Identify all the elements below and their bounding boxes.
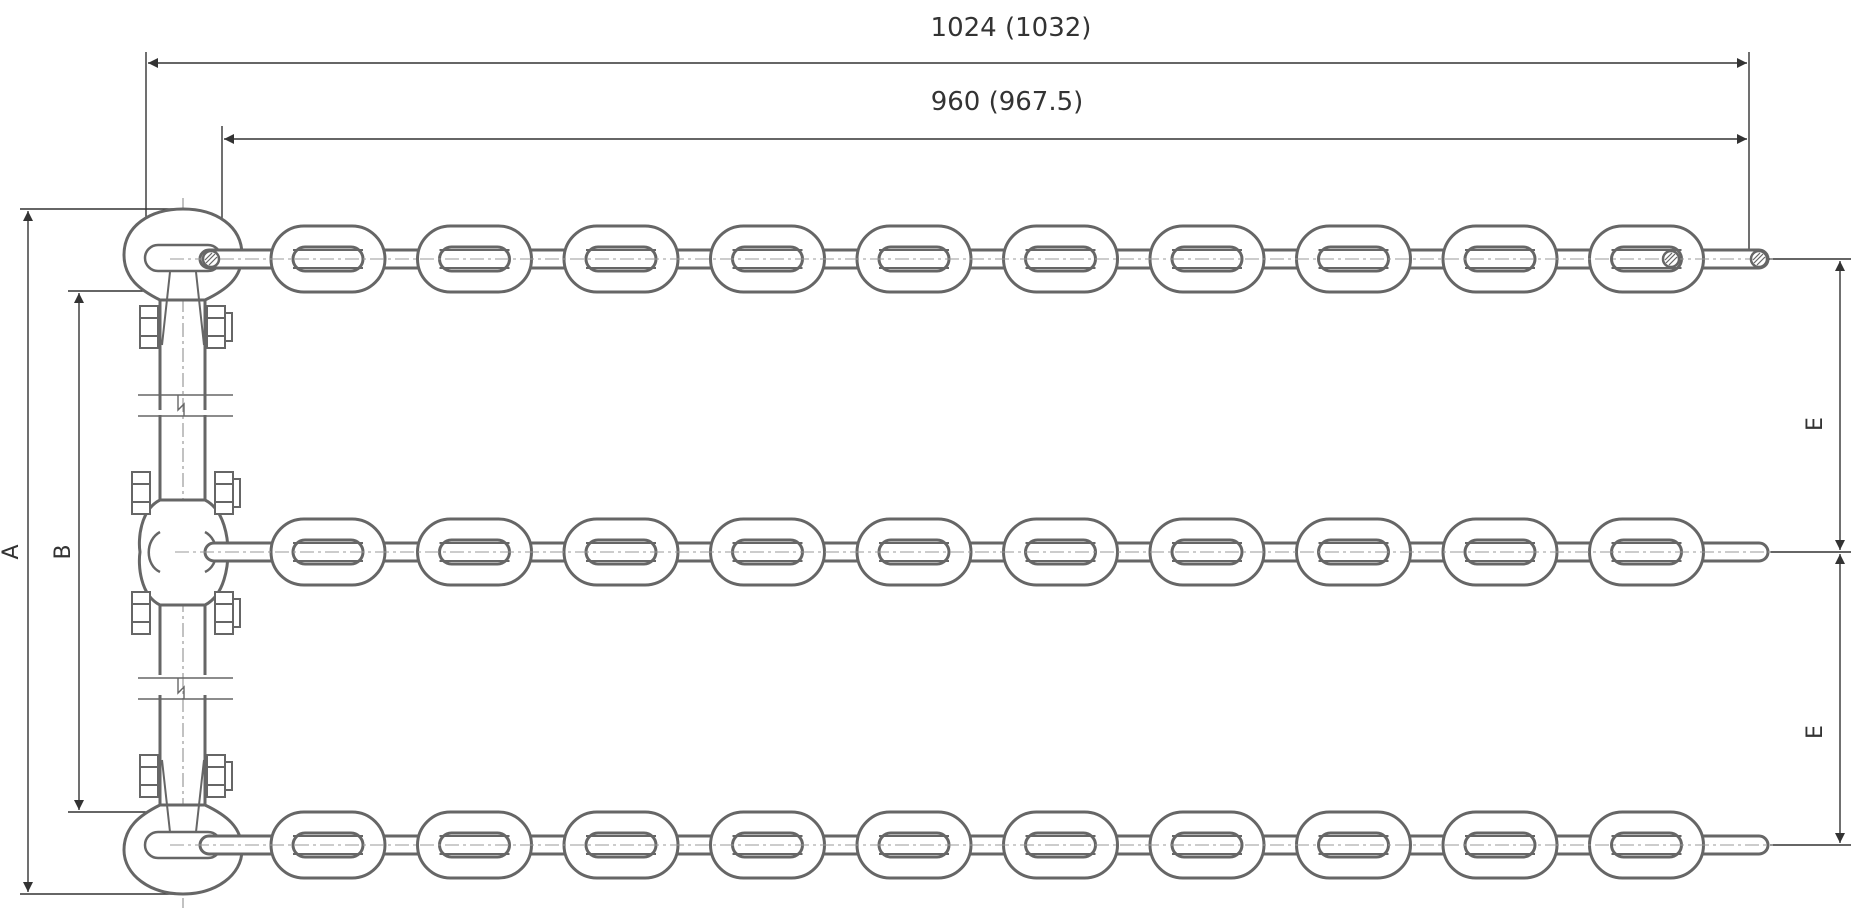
- chain-bottom-link: [1002, 810, 1119, 880]
- chain-top-pin-end: [1661, 249, 1681, 269]
- chain-top-pin-hatch: [205, 253, 216, 264]
- bar-lower-section: [158, 695, 207, 805]
- bolts: [131, 305, 241, 798]
- middle-end-notch-left: [147, 530, 161, 574]
- chain-top-pin-hatch: [1664, 252, 1673, 261]
- chain-middle-link: [709, 517, 826, 587]
- bolt-mid-lower-right: [214, 591, 241, 635]
- spacing-lower-label: E: [1803, 725, 1828, 739]
- bolt-bottom-right: [206, 754, 233, 798]
- chain-middle-link: [416, 517, 533, 587]
- bolt-top-left: [139, 305, 159, 349]
- chain-top-pin-hatch: [204, 252, 213, 261]
- chain-middle: [175, 517, 1773, 587]
- chain-top-pin-end: [1749, 249, 1769, 269]
- chain-top-pin-hatch: [1665, 253, 1676, 264]
- height-a-label: A: [0, 544, 24, 559]
- bolt-mid-lower-left: [131, 591, 151, 635]
- bottom-end-neck: [161, 759, 205, 833]
- bar-break-lower: [138, 677, 233, 700]
- bolt-mid-upper-right: [214, 471, 241, 515]
- chain-length-label: 960 (967.5): [931, 87, 1084, 117]
- chain-top-pin-circle: [1661, 249, 1681, 269]
- spacing-upper-label: E: [1803, 417, 1828, 431]
- chain-top-pin-hatch: [1753, 253, 1764, 264]
- chain-top-pin-end: [201, 249, 221, 269]
- chain-top: [170, 224, 1773, 294]
- dimension-lines: [20, 52, 1851, 895]
- chain-middle-link: [1588, 517, 1705, 587]
- chain-bottom: [170, 810, 1773, 880]
- bolt-mid-upper-left: [131, 471, 151, 515]
- top-end-neck: [161, 271, 205, 346]
- bolt-top-right: [206, 305, 233, 349]
- chain-top-link: [1002, 224, 1119, 294]
- chain-top-pin-circle: [1749, 249, 1769, 269]
- bolt-bottom-left: [139, 754, 159, 798]
- height-b-label: B: [51, 544, 76, 559]
- chain-top-pin-hatch: [1752, 252, 1761, 261]
- chain-top-pin-hatch: [208, 256, 218, 266]
- chain-top-pin-circle: [201, 249, 221, 269]
- bar-upper-section: [158, 300, 207, 410]
- bar-break-upper: [138, 394, 233, 417]
- chain-top-pin-hatch: [1756, 256, 1766, 266]
- overall-length-label: 1024 (1032): [931, 13, 1092, 43]
- chain-top-pin-hatch: [1668, 256, 1678, 266]
